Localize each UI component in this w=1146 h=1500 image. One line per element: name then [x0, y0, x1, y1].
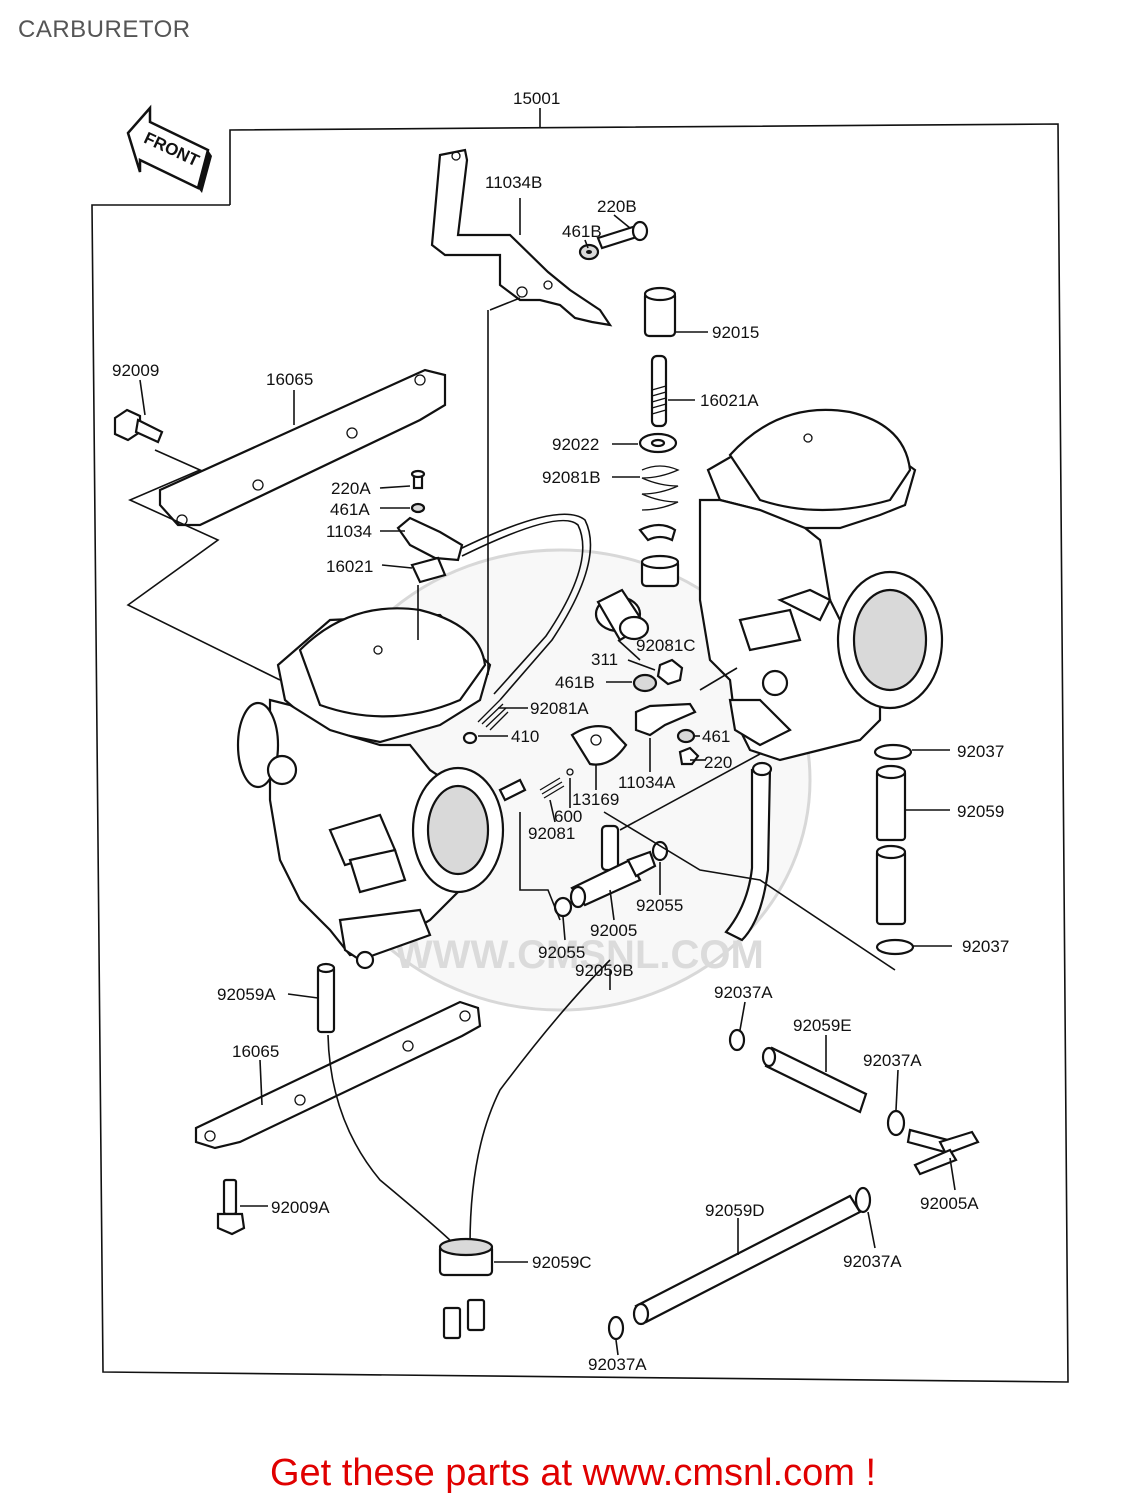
drain-hose-92059b: [327, 959, 611, 1246]
label-15001: 15001: [513, 89, 560, 108]
label-92037a-3: 92037A: [843, 1252, 902, 1271]
plunger-16021a: [650, 354, 668, 428]
label-16065-top: 16065: [266, 370, 313, 389]
clamp-92037a-4: [607, 1315, 625, 1341]
label-92059d: 92059D: [705, 1201, 765, 1220]
label-92037a-2: 92037A: [863, 1051, 922, 1070]
label-11034b: 11034B: [485, 173, 542, 192]
fitting-92005: [569, 824, 657, 909]
label-92037a-4: 92037A: [588, 1355, 647, 1374]
screw-220a: [410, 469, 426, 514]
bracket-11034b: [430, 148, 613, 327]
label-92081a: 92081A: [530, 699, 589, 718]
label-311: 311: [591, 650, 618, 669]
boot-92081c: [594, 588, 650, 642]
part-labels: 15001 11034B 220B 461B 92015 16021A 9202…: [112, 89, 1009, 1374]
label-11034: 11034: [326, 522, 372, 541]
label-92037-mid: 92037: [962, 937, 1009, 956]
clamp-92037a-2: [886, 1109, 906, 1137]
label-92009a: 92009A: [271, 1198, 330, 1217]
spring-92081a: [462, 699, 509, 745]
label-92059a: 92059A: [217, 985, 276, 1004]
label-410: 410: [511, 727, 539, 746]
clamp-92037-mid: [875, 938, 915, 956]
clamp-92037-top: [873, 743, 913, 761]
label-92015: 92015: [712, 323, 759, 342]
label-92081b: 92081B: [542, 468, 601, 487]
label-92055-left: 92055: [538, 943, 585, 962]
carburetor-right: [698, 408, 944, 762]
washer-92022: [638, 432, 678, 454]
label-92059c: 92059C: [532, 1253, 592, 1272]
label-13169: 13169: [572, 790, 619, 809]
label-92081: 92081: [528, 824, 575, 843]
page-title: CARBURETOR: [18, 16, 191, 43]
cap-92059c: [438, 1237, 494, 1340]
fitting-92005a: [906, 1128, 980, 1176]
nut-311: [632, 658, 684, 693]
oring-92055-right: [651, 840, 669, 862]
front-arrow-icon: FRONT: [126, 104, 212, 193]
plate-16065-bottom: [194, 1000, 482, 1150]
label-92059b: 92059B: [575, 961, 634, 980]
label-92081c: 92081C: [636, 636, 696, 655]
spring-92081b: [641, 465, 680, 511]
label-92022: 92022: [552, 435, 599, 454]
label-220a: 220A: [331, 479, 371, 498]
label-461a: 461A: [330, 500, 370, 519]
label-220b: 220B: [597, 197, 637, 216]
cap-92015: [643, 286, 677, 338]
label-92009: 92009: [112, 361, 159, 380]
label-92037-top: 92037: [957, 742, 1004, 761]
plate-16065-top: [158, 368, 447, 527]
throttle-cable: [457, 513, 592, 701]
label-16065-bottom: 16065: [232, 1042, 279, 1061]
retainer: [638, 523, 680, 588]
label-92005: 92005: [590, 921, 637, 940]
leader-lines: [126, 198, 956, 1356]
hose-92059a: [316, 962, 336, 1034]
bolt-92009: [113, 408, 164, 444]
hose-92059: [875, 764, 907, 926]
plate-13169: [539, 725, 628, 799]
label-600: 600: [554, 807, 582, 826]
assembly-frame: [91, 108, 1069, 1383]
hose-92059e: [761, 1046, 868, 1114]
label-461b-top: 461B: [562, 222, 602, 241]
label-461: 461: [702, 727, 730, 746]
label-92005a: 92005A: [920, 1194, 979, 1213]
label-92059e: 92059E: [793, 1016, 852, 1035]
label-220: 220: [704, 753, 732, 772]
footer-link-text[interactable]: Get these parts at www.cmsnl.com !: [269, 1452, 877, 1494]
clamp-92037a-3: [854, 1186, 872, 1214]
clamp-92037a-1: [728, 1028, 746, 1052]
lever-11034: [396, 516, 464, 584]
bolt-92009a: [216, 1178, 246, 1236]
label-92055-right: 92055: [636, 896, 683, 915]
screw-220b: [578, 220, 649, 261]
label-461b-mid: 461B: [555, 673, 595, 692]
label-92037a-1: 92037A: [714, 983, 773, 1002]
label-16021a: 16021A: [700, 391, 759, 410]
carburetor-left: [236, 607, 527, 970]
watermark-text: WWW.CMSNL.COM: [395, 933, 764, 977]
label-16021: 16021: [326, 557, 373, 576]
label-11034a: 11034A: [618, 773, 676, 792]
label-92059: 92059: [957, 802, 1004, 821]
